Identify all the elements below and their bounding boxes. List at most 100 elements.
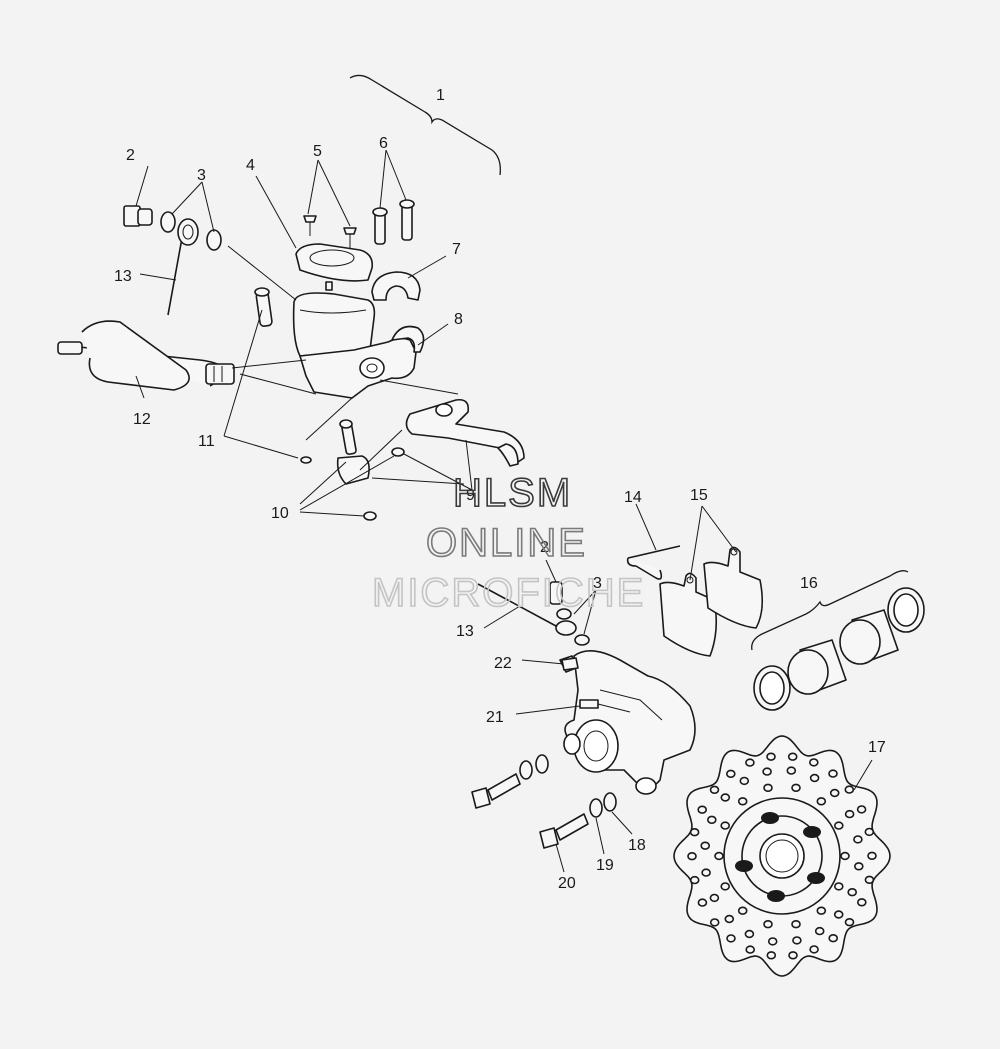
callout-10: 10 — [271, 505, 289, 522]
washer-lower-2 — [574, 634, 590, 646]
rotor-drill-hole — [791, 919, 801, 929]
brake-line-upper — [167, 237, 183, 316]
rotor-drill-hole — [828, 933, 839, 943]
rotor-drill-hole — [840, 851, 850, 861]
brake-caliper — [559, 650, 696, 795]
brake-lever — [405, 398, 525, 467]
bleeder-valve — [561, 657, 579, 671]
rotor-drill-hole — [709, 893, 720, 903]
rotor-drill-hole — [786, 766, 797, 775]
rotor-drill-hole — [833, 910, 844, 919]
rotor-drill-hole — [809, 773, 820, 783]
rotor-drill-hole — [720, 793, 731, 802]
callout-4: 4 — [246, 157, 255, 174]
rotor-drill-hole — [745, 945, 756, 954]
brake-rotor — [673, 735, 891, 977]
rotor-drill-hole — [867, 851, 877, 861]
callout-1: 1 — [436, 87, 445, 104]
clamp-pins — [372, 199, 415, 245]
rotor-drill-hole — [709, 785, 720, 795]
rotor-drill-hole — [844, 917, 855, 927]
rotor-drill-hole — [687, 851, 697, 861]
watermark-line-3: MICROFICHE — [372, 571, 645, 615]
group-16-bracket — [751, 570, 909, 651]
rotor-drill-hole — [791, 783, 801, 793]
rotor-drill-hole — [766, 951, 777, 960]
callout-6: 6 — [379, 135, 388, 152]
piston-1 — [787, 639, 847, 695]
washer-bolt-upper-2 — [535, 754, 549, 774]
callout-21: 21 — [486, 709, 504, 726]
callout-3-lower: 3 — [593, 575, 602, 592]
rotor-drill-hole — [833, 882, 844, 891]
rotor-drill-hole — [828, 769, 838, 778]
pivot-pin — [254, 287, 273, 327]
brake-line-lower — [477, 583, 577, 636]
callout-17: 17 — [868, 739, 886, 756]
rotor-drill-hole — [707, 815, 717, 824]
rotor-drill-hole — [763, 919, 773, 929]
rotor-drill-hole — [701, 868, 711, 877]
rotor-drill-hole — [808, 758, 819, 767]
washer-bolt-lower-2 — [603, 792, 617, 812]
rotor-drill-hole — [763, 783, 773, 793]
washer-bolt-lower-1 — [589, 798, 603, 818]
callout-2-upper: 2 — [126, 147, 135, 164]
master-cylinder-body — [292, 292, 425, 399]
callout-7: 7 — [452, 241, 461, 258]
rotor-drill-hole — [697, 805, 707, 814]
piston-2 — [839, 609, 899, 665]
rotor-drill-hole — [744, 929, 755, 939]
rotor-drill-hole — [853, 835, 863, 844]
callout-12: 12 — [133, 411, 151, 428]
callout-11: 11 — [198, 433, 215, 450]
rotor-drill-hole — [745, 758, 755, 767]
rotor-drill-hole — [726, 934, 736, 943]
callout-8: 8 — [454, 311, 463, 328]
rotor-drill-hole — [720, 821, 731, 830]
callout-18: 18 — [628, 837, 646, 854]
washer-bolt-upper-1 — [519, 760, 533, 780]
caliper-bolt-lower — [539, 813, 589, 849]
banjo-fitting-upper — [177, 218, 199, 246]
rotor-drill-hole — [844, 785, 855, 794]
rotor-drill-hole — [844, 809, 855, 819]
rotor-drill-hole — [767, 937, 778, 946]
rotor-drill-hole — [787, 752, 798, 761]
rotor-drill-hole — [833, 821, 844, 830]
rotor-drill-hole — [720, 882, 731, 891]
rotor-drill-hole — [689, 828, 700, 837]
rotor-drill-hole — [737, 906, 748, 915]
pad-retaining-pin — [626, 545, 681, 580]
callout-2-lower: 2 — [540, 539, 549, 556]
banjo-bolt-upper — [123, 205, 153, 227]
rotor-drill-hole — [816, 906, 827, 915]
callout-9: 9 — [466, 487, 475, 504]
watermark-line-1: HLSM — [453, 471, 572, 515]
rotor-drill-hole — [766, 752, 776, 761]
callout-20: 20 — [558, 875, 576, 892]
rotor-drill-hole — [700, 841, 710, 850]
washer-lower-1 — [556, 608, 572, 620]
callout-13-lower: 13 — [456, 623, 474, 640]
caliper-bolt-upper — [471, 773, 521, 809]
rotor-drill-hole — [857, 898, 867, 907]
piston-seal-2 — [887, 587, 925, 633]
rotor-drill-hole — [814, 926, 825, 936]
cap-screws — [303, 215, 357, 248]
reservoir-cap — [295, 243, 374, 291]
rotor-drill-hole — [737, 797, 748, 806]
handlebar-clamp — [371, 271, 421, 301]
rotor-drill-hole — [762, 767, 772, 776]
rotor-drill-hole — [864, 875, 875, 884]
callout-14: 14 — [624, 489, 642, 506]
rotor-drill-hole — [809, 945, 819, 954]
lever-adjuster — [300, 419, 405, 521]
rotor-drill-hole — [714, 851, 724, 861]
rotor-drill-hole — [864, 827, 875, 837]
rotor-drill-hole — [854, 862, 864, 871]
washer-upper-2 — [206, 229, 222, 251]
callout-13-upper: 13 — [114, 268, 132, 285]
rotor-drill-hole — [709, 918, 720, 927]
